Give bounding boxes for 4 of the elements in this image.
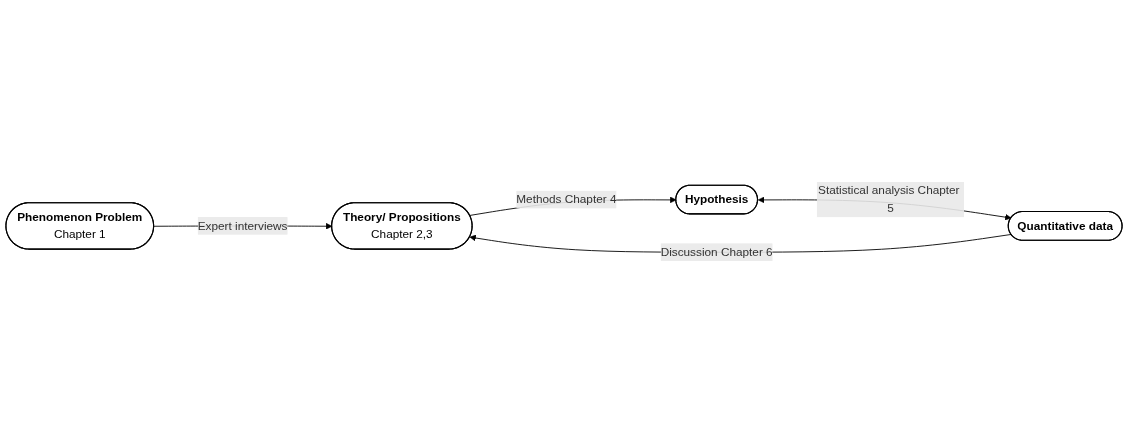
edge-label: Discussion Chapter 6 [660, 245, 773, 259]
edge-label: Statistical analysis Chapter 5 [818, 184, 960, 215]
edge-label: Methods Chapter 4 [516, 192, 617, 206]
edge-label: Expert interviews [197, 219, 288, 232]
